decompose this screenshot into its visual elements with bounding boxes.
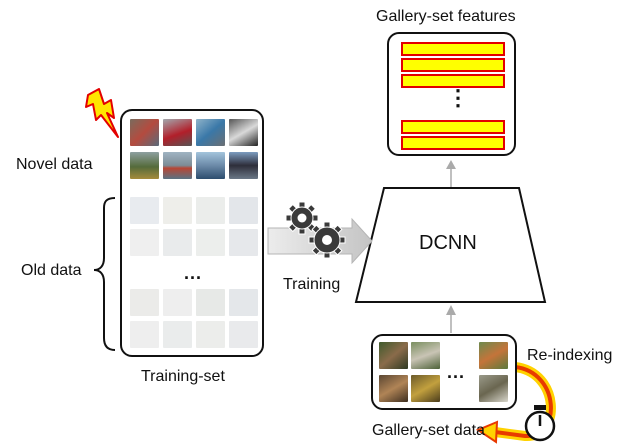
gallery-ellipsis: ... — [447, 362, 466, 382]
feature-vector — [401, 136, 505, 150]
gallery-image — [379, 375, 408, 402]
training-set-caption: Training-set — [141, 368, 225, 385]
novel-image — [229, 119, 258, 146]
novel-image — [163, 119, 192, 146]
old-image — [196, 229, 225, 256]
old-image — [130, 321, 159, 348]
old-image — [130, 197, 159, 224]
old-image — [130, 229, 159, 256]
gears-icon — [285, 201, 346, 259]
reindexing-label: Re-indexing — [527, 347, 613, 364]
novel-data-label: Novel data — [16, 156, 93, 173]
gallery-image — [411, 375, 440, 402]
old-image — [163, 229, 192, 256]
gallery-image — [479, 375, 508, 402]
old-image — [229, 289, 258, 316]
old-image — [196, 197, 225, 224]
training-ellipsis: ... — [184, 263, 203, 283]
dcnn-label: DCNN — [419, 232, 477, 254]
features-title: Gallery-set features — [376, 8, 516, 25]
gallery-connector-arrow — [446, 305, 456, 333]
novel-image — [229, 152, 258, 179]
gallery-image — [479, 342, 508, 369]
novel-image — [130, 119, 159, 146]
novel-image — [196, 119, 225, 146]
dcnn-trapezoid — [354, 187, 547, 303]
gallery-set-caption: Gallery-set data — [372, 422, 485, 439]
gallery-image — [411, 342, 440, 369]
old-image — [196, 321, 225, 348]
old-image — [163, 289, 192, 316]
old-image — [229, 229, 258, 256]
old-image — [163, 321, 192, 348]
old-image — [229, 321, 258, 348]
old-image — [130, 289, 159, 316]
features-connector-arrow — [446, 160, 456, 187]
feature-vector — [401, 58, 505, 72]
old-data-label: Old data — [21, 262, 82, 279]
features-box: ⋮ — [387, 32, 516, 156]
features-ellipsis: ⋮ — [447, 85, 469, 110]
novel-image — [196, 152, 225, 179]
novel-image — [163, 152, 192, 179]
training-set-box: ... — [120, 109, 264, 357]
old-image — [163, 197, 192, 224]
gallery-set-box: ... — [371, 334, 517, 410]
feature-vector — [401, 42, 505, 56]
old-data-brace — [93, 197, 116, 351]
feature-vector — [401, 120, 505, 134]
gallery-image — [379, 342, 408, 369]
old-image — [196, 289, 225, 316]
feature-vector — [401, 74, 505, 88]
old-image — [229, 197, 258, 224]
training-label: Training — [283, 276, 341, 293]
novel-image — [130, 152, 159, 179]
lightning-bolt-icon — [85, 88, 119, 138]
stopwatch-icon — [524, 405, 556, 442]
